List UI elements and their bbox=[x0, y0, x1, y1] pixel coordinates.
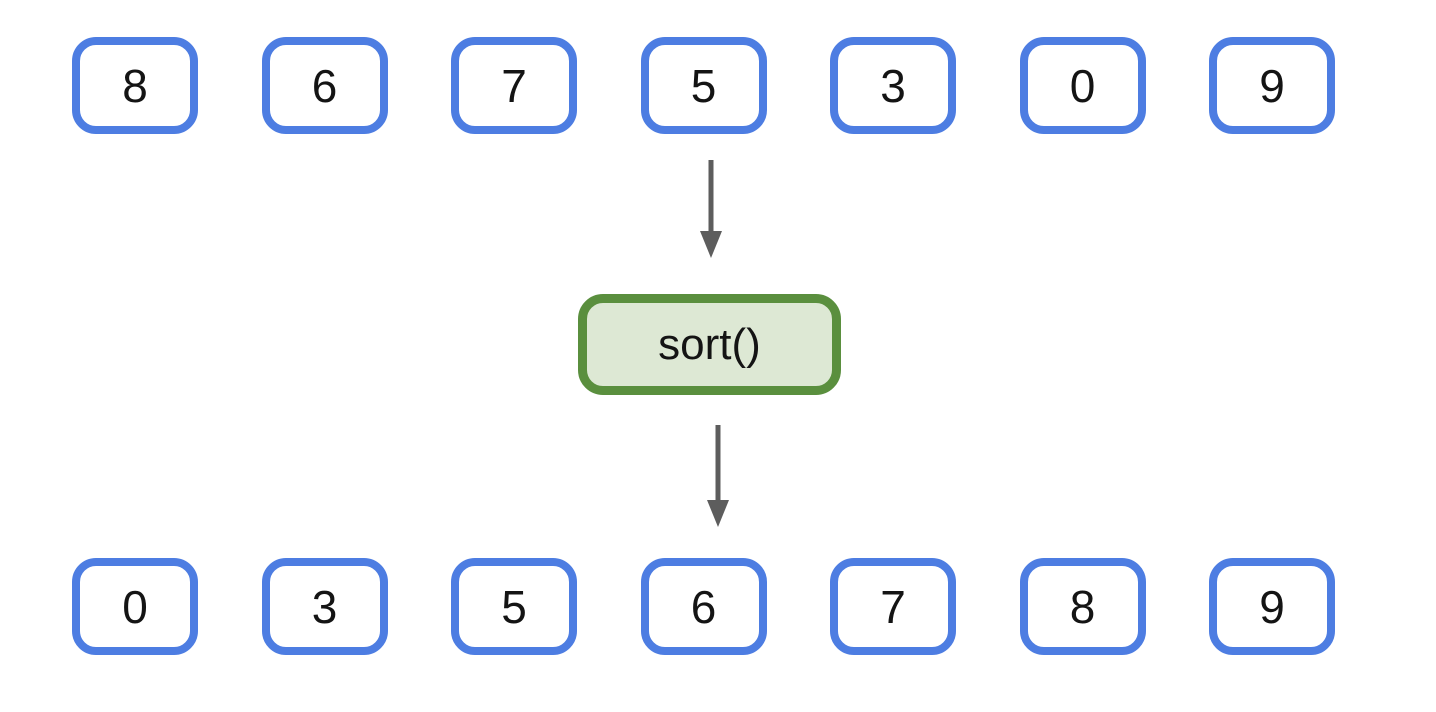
input-array-item: 0 bbox=[1019, 37, 1146, 134]
output-array-item: 0 bbox=[72, 558, 198, 655]
input-array-item: 5 bbox=[640, 37, 767, 134]
input-array-item: 7 bbox=[451, 37, 577, 134]
input-array-item: 8 bbox=[72, 37, 198, 134]
output-array-item: 6 bbox=[640, 558, 767, 655]
sort-function-label: sort() bbox=[658, 319, 761, 369]
input-array-row: 8 6 7 5 3 0 9 bbox=[72, 37, 1335, 134]
output-array-item: 8 bbox=[1019, 558, 1146, 655]
output-array-item: 7 bbox=[830, 558, 956, 655]
input-array-item: 9 bbox=[1209, 37, 1335, 134]
arrow-down-icon bbox=[700, 160, 722, 258]
output-array-item: 9 bbox=[1209, 558, 1335, 655]
input-array-item: 6 bbox=[261, 37, 388, 134]
output-array-item: 3 bbox=[261, 558, 388, 655]
sort-function-box: sort() bbox=[578, 294, 841, 395]
arrow-down-icon bbox=[707, 425, 729, 527]
output-array-row: 0 3 5 6 7 8 9 bbox=[72, 558, 1335, 655]
output-array-item: 5 bbox=[451, 558, 577, 655]
input-array-item: 3 bbox=[830, 37, 956, 134]
